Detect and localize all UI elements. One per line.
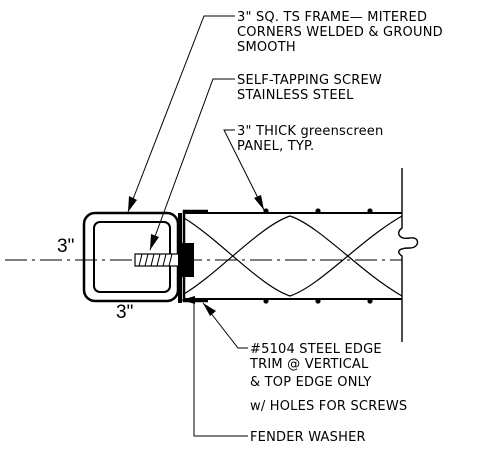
break-line bbox=[398, 168, 419, 342]
svg-text:SMOOTH: SMOOTH bbox=[237, 40, 296, 55]
fender-washer bbox=[178, 213, 182, 303]
steel-edge-trim bbox=[182, 209, 208, 303]
washer-leader bbox=[181, 296, 248, 437]
svg-text:& TOP EDGE ONLY: & TOP EDGE ONLY bbox=[250, 375, 371, 390]
svg-text:TRIM @ VERTICAL: TRIM @ VERTICAL bbox=[249, 357, 369, 372]
washer-callout: FENDER WASHER bbox=[250, 430, 366, 445]
svg-text:3" SQ. TS FRAME— MITERED: 3" SQ. TS FRAME— MITERED bbox=[237, 10, 427, 25]
frame-leader bbox=[127, 15, 235, 213]
svg-text:w/ HOLES FOR SCREWS: w/ HOLES FOR SCREWS bbox=[250, 399, 407, 414]
dimension-horizontal: 3" bbox=[57, 236, 74, 257]
svg-text:SELF-TAPPING SCREW: SELF-TAPPING SCREW bbox=[237, 73, 382, 88]
svg-text:3" THICK greenscreen: 3" THICK greenscreen bbox=[237, 124, 383, 139]
frame-callout: 3" SQ. TS FRAME— MITERED CORNERS WELDED … bbox=[237, 10, 443, 55]
trim-callout: #5104 STEEL EDGE TRIM @ VERTICAL & TOP E… bbox=[249, 342, 407, 414]
screw-callout: SELF-TAPPING SCREW STAINLESS STEEL bbox=[237, 73, 382, 103]
svg-text:PANEL, TYP.: PANEL, TYP. bbox=[237, 139, 314, 154]
dimension-vertical: 3" bbox=[116, 302, 133, 323]
svg-text:STAINLESS STEEL: STAINLESS STEEL bbox=[237, 88, 354, 103]
panel-callout: 3" THICK greenscreen PANEL, TYP. bbox=[237, 124, 383, 154]
svg-text:FENDER WASHER: FENDER WASHER bbox=[250, 430, 366, 445]
trim-leader bbox=[202, 302, 248, 349]
svg-text:#5104 STEEL EDGE: #5104 STEEL EDGE bbox=[250, 342, 382, 357]
screw-leader bbox=[149, 78, 235, 251]
greenscreen-panel bbox=[183, 208, 403, 304]
panel-leader bbox=[223, 129, 265, 211]
svg-text:CORNERS WELDED & GROUND: CORNERS WELDED & GROUND bbox=[237, 25, 443, 40]
